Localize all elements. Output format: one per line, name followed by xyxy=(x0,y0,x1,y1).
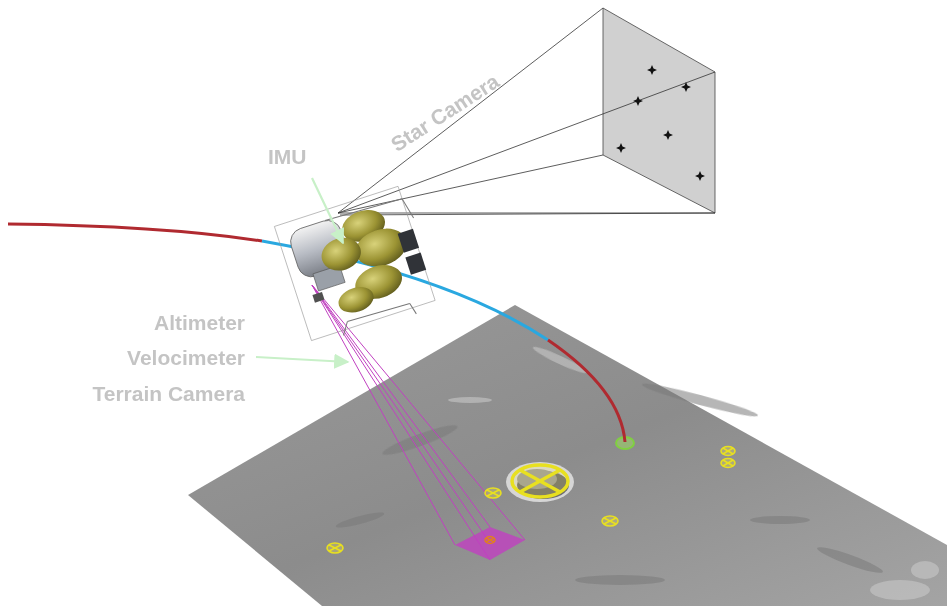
art-line xyxy=(402,197,414,219)
art-g xyxy=(721,459,735,468)
art-line xyxy=(312,178,343,243)
art-line xyxy=(347,302,409,324)
art-ellipse xyxy=(506,462,574,502)
art-line xyxy=(723,448,733,454)
art-line xyxy=(486,538,494,542)
art-path xyxy=(616,143,626,153)
art-line xyxy=(487,490,499,496)
art-g xyxy=(602,516,618,526)
art-path xyxy=(633,96,643,106)
art-line xyxy=(604,518,616,524)
art-line xyxy=(340,322,351,336)
art-line xyxy=(486,538,494,542)
art-line xyxy=(329,545,341,551)
art-ellipse xyxy=(815,543,884,576)
art-line xyxy=(312,285,488,540)
art-rect xyxy=(405,253,426,275)
sensor-label: IMU xyxy=(268,146,307,167)
art-ellipse xyxy=(380,421,459,460)
art-line xyxy=(723,448,733,454)
star-camera-frustum xyxy=(338,8,715,215)
art-line xyxy=(312,285,525,540)
camera-footprint xyxy=(455,527,525,560)
art-ellipse xyxy=(575,575,665,585)
art-line xyxy=(312,285,490,527)
landmark-markers xyxy=(327,447,735,554)
art-line xyxy=(325,196,402,224)
art-line xyxy=(340,213,715,215)
art-line xyxy=(329,545,341,551)
art-path xyxy=(681,82,691,92)
art-line xyxy=(256,357,348,362)
art-g xyxy=(721,447,735,456)
sensor-label: Altimeter xyxy=(154,312,245,333)
art-line xyxy=(520,470,560,492)
sensor-label: Terrain Camera xyxy=(92,383,245,404)
leader-lines xyxy=(256,178,348,362)
art-line xyxy=(338,155,603,213)
art-ellipse xyxy=(750,516,810,524)
art-ellipse xyxy=(512,465,568,497)
art-rect xyxy=(312,292,324,303)
art-path xyxy=(548,340,625,442)
art-ellipse xyxy=(485,537,495,544)
art-line xyxy=(410,302,417,314)
art-ellipse xyxy=(335,510,385,531)
art-path xyxy=(8,224,262,241)
art-ellipse xyxy=(721,459,735,468)
art-ellipse xyxy=(911,561,939,579)
art-g xyxy=(308,194,442,337)
art-line xyxy=(338,8,603,213)
lunar-surface xyxy=(188,305,947,606)
art-g xyxy=(338,8,715,215)
art-ellipse xyxy=(448,397,492,403)
art-ellipse xyxy=(721,447,735,456)
art-line xyxy=(604,518,616,524)
art-g xyxy=(327,543,343,553)
art-path xyxy=(647,65,657,75)
terrain-camera-beam xyxy=(312,285,525,560)
art-path xyxy=(695,171,705,181)
art-ellipse xyxy=(602,516,618,526)
art-ellipse xyxy=(327,543,343,553)
art-line xyxy=(723,460,733,466)
art-line xyxy=(312,285,490,560)
art-g xyxy=(485,488,501,498)
art-ellipse xyxy=(485,488,501,498)
art-g xyxy=(448,344,939,600)
art-path xyxy=(663,130,673,140)
art-rect xyxy=(398,229,419,253)
art-polygon xyxy=(603,8,715,213)
art-ellipse xyxy=(870,580,930,600)
art-rect xyxy=(274,186,435,340)
sensor-label: Velocimeter xyxy=(127,347,245,368)
art-g xyxy=(512,465,568,497)
art-line xyxy=(520,470,560,492)
art-line xyxy=(487,490,499,496)
stars xyxy=(616,65,705,181)
art-ellipse xyxy=(335,283,377,317)
art-ellipse xyxy=(641,380,759,421)
art-polygon xyxy=(188,305,947,606)
sensor-label: Star Camera xyxy=(387,69,502,154)
art-line xyxy=(723,460,733,466)
lander xyxy=(274,185,442,348)
art-line xyxy=(312,285,455,545)
footprint-landmark xyxy=(485,537,495,544)
